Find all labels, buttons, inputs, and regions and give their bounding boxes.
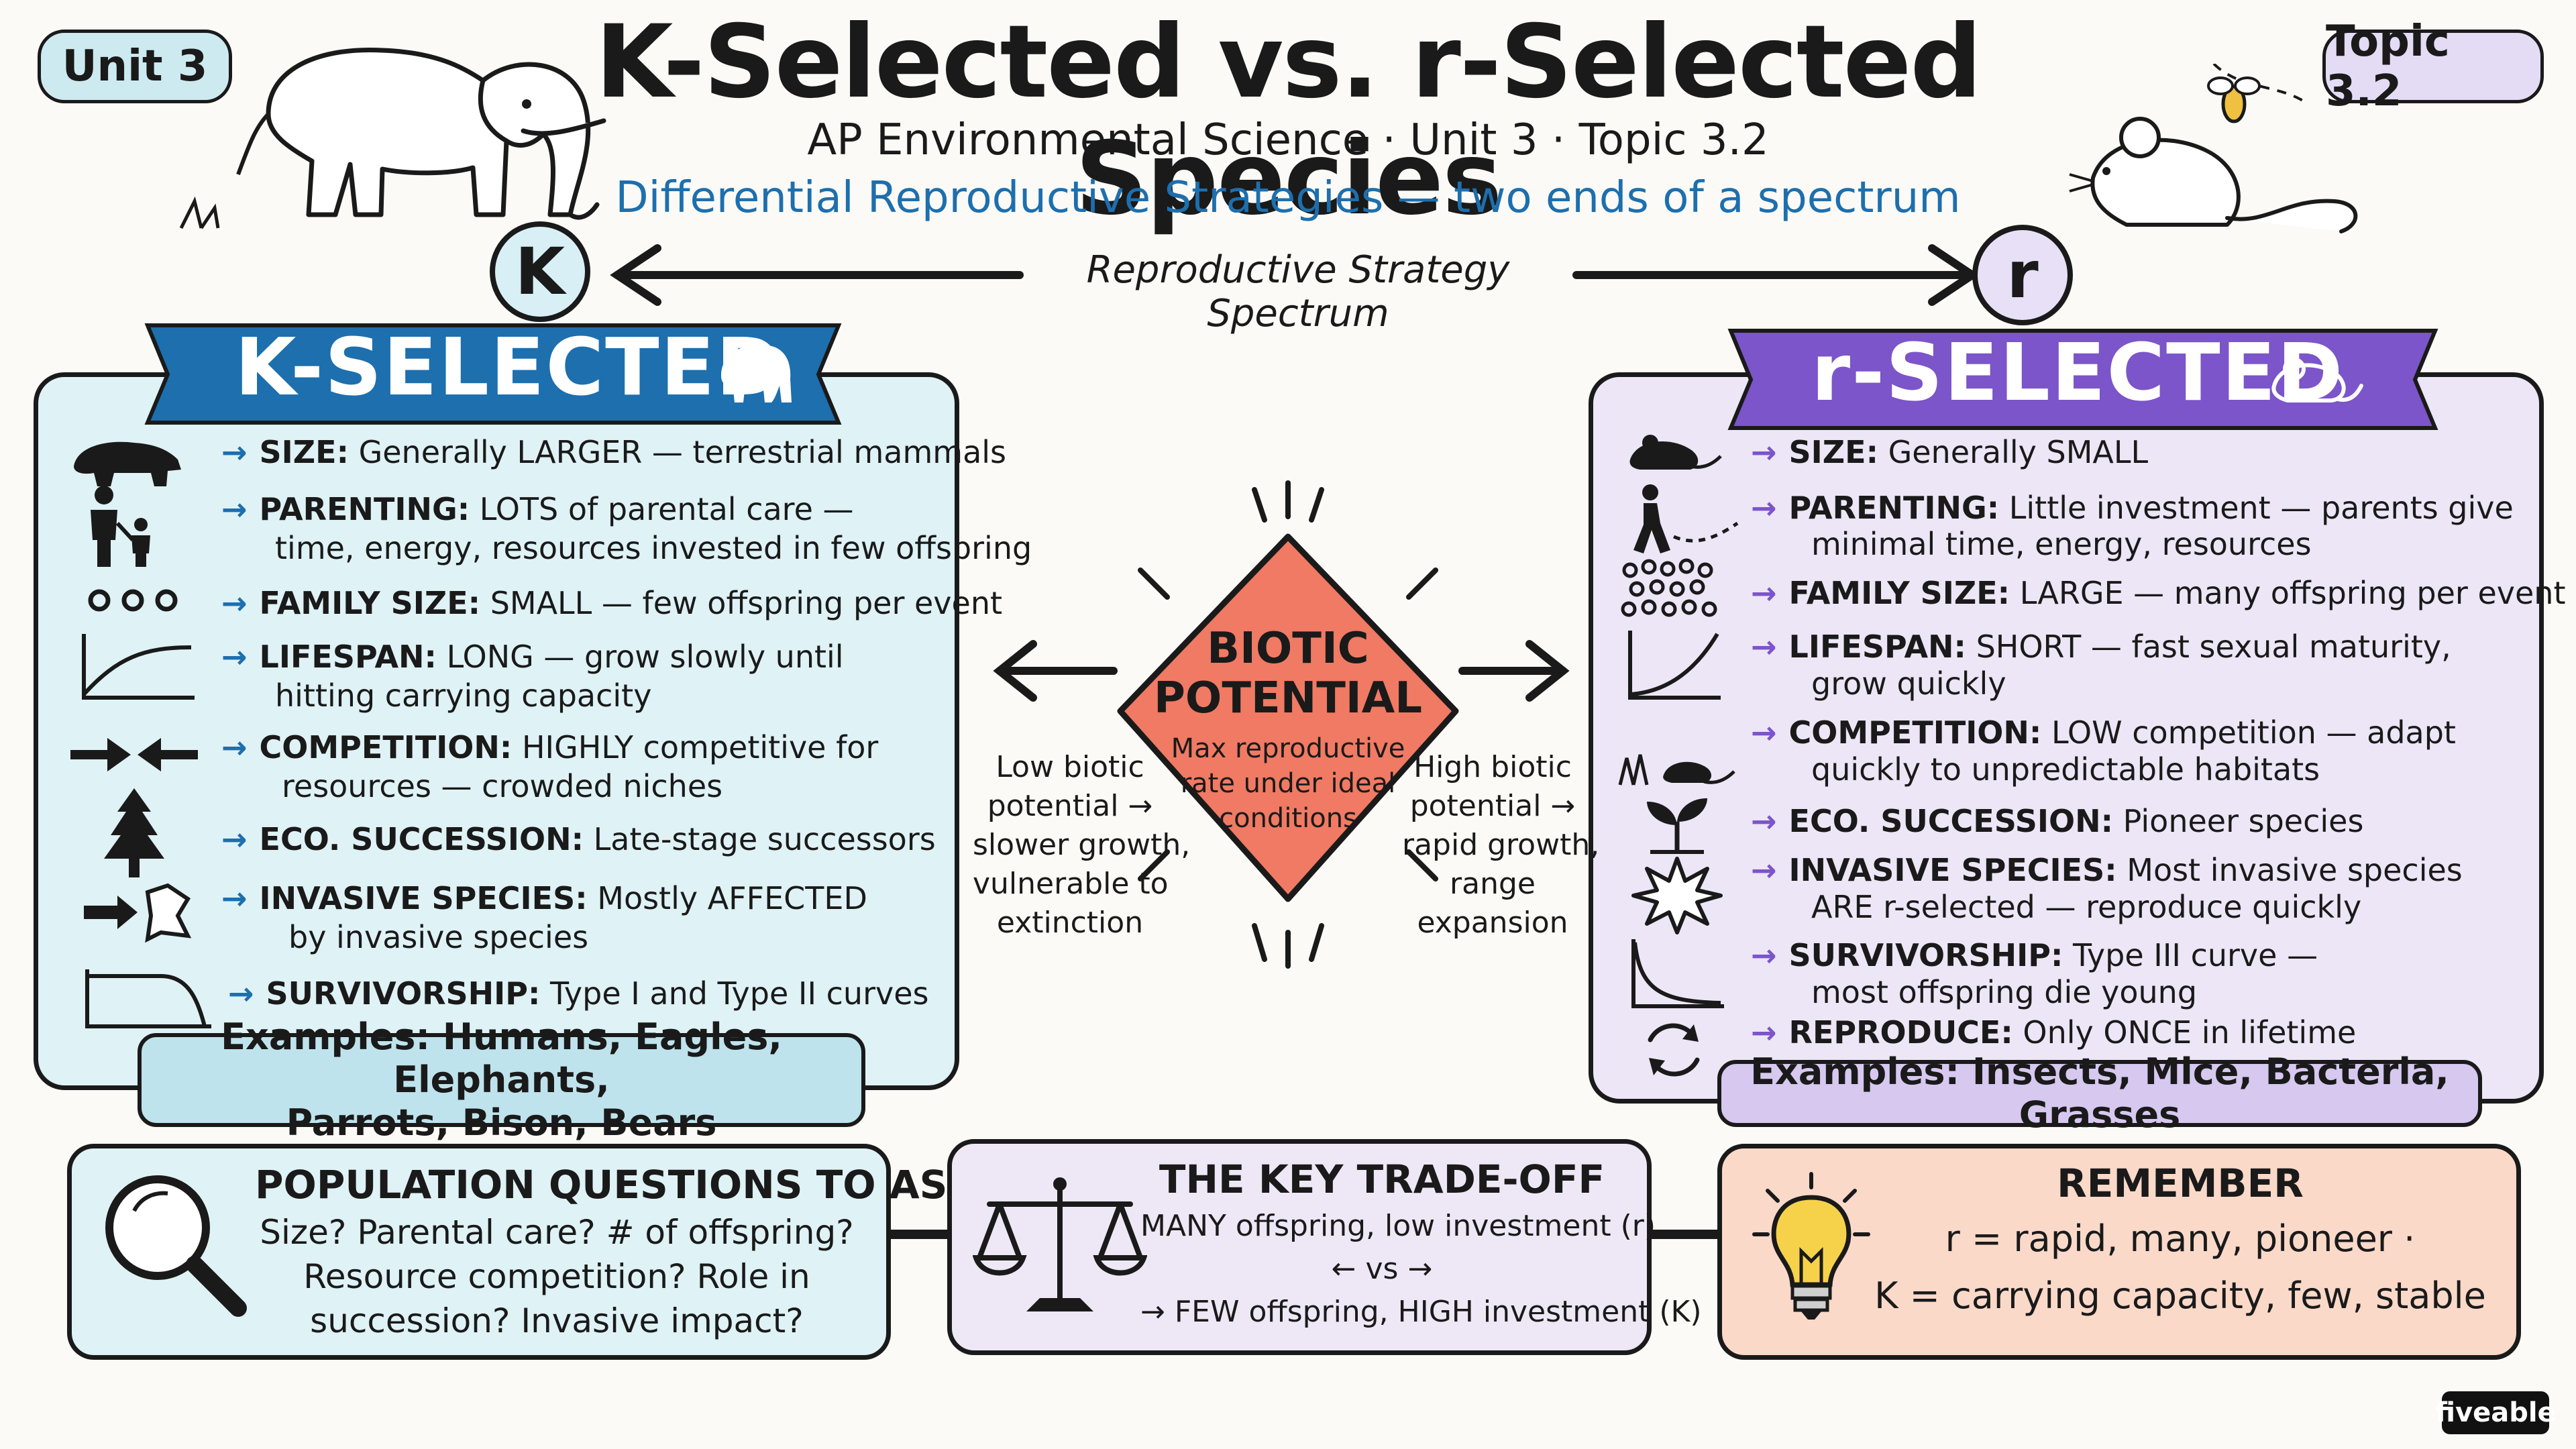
exponential-curve-icon: [1628, 631, 1721, 700]
biotic-potential-diagram: [993, 480, 1570, 969]
r-row-lifespan: →LIFESPAN: SHORT — fast sexual maturity,: [1751, 629, 2451, 665]
r-row-invasive: →INVASIVE SPECIES: Most invasive species: [1751, 852, 2463, 888]
population-questions-box: [67, 1144, 891, 1360]
r-panel-title: r-SELECTED: [1811, 326, 2345, 419]
fly-icon: [2207, 76, 2261, 123]
r-row-competition-cont: quickly to unpredictable habitats: [1811, 751, 2320, 788]
r-banner: [1727, 329, 2438, 430]
tradeoff-line: → FEW offspring, HIGH investment (K): [1140, 1295, 1702, 1329]
remember-line: r = rapid, many, pioneer ·: [1945, 1218, 2416, 1260]
questions-title: POPULATION QUESTIONS TO ASK: [255, 1162, 978, 1208]
type-three-curve-icon: [1631, 939, 1724, 1008]
invasion-arrow-icon: [84, 883, 192, 943]
r-selected-panel: [1589, 372, 2544, 1104]
r-examples: Examples: Insects, Mice, Bacteria, Grass…: [1717, 1051, 2482, 1136]
k-row-parenting: →PARENTING: LOTS of parental care —: [221, 491, 854, 527]
tradeoff-line: MANY offspring, low investment (r): [1140, 1209, 1656, 1243]
pine-tree-icon: [104, 788, 164, 877]
r-row-succession: →ECO. SUCCESSION: Pioneer species: [1751, 803, 2364, 839]
k-examples: Examples: Humans, Eagles, Elephants,Parr…: [138, 1016, 865, 1144]
logistic-curve-icon: [82, 634, 195, 700]
k-row-size: →SIZE: Generally LARGER — terrestrial ma…: [221, 434, 1007, 470]
k-row-family-size: →FAMILY SIZE: SMALL — few offspring per …: [221, 585, 1003, 621]
k-panel-title: K-SELECTED: [235, 321, 784, 413]
elephant-icon: [179, 47, 606, 229]
type-one-curve-icon: [85, 969, 211, 1028]
k-row-competition: →COMPETITION: HIGHLY competitive for: [221, 729, 879, 765]
page-tagline: Differential Reproductive Strategies — t…: [615, 173, 1961, 223]
r-row-survivorship-cont: most offspring die young: [1811, 974, 2198, 1010]
r-row-family-size: →FAMILY SIZE: LARGE — many offspring per…: [1751, 575, 2566, 611]
mouse-silhouette-icon: [1629, 435, 1722, 470]
r-row-survivorship: →SURVIVORSHIP: Type III curve —: [1751, 937, 2318, 973]
remember-box: [1717, 1144, 2521, 1360]
page-title: K-Selected vs. r-Selected Species: [595, 4, 1982, 237]
lightbulb-icon: [1752, 1172, 1870, 1320]
magnifier-icon: [105, 1175, 247, 1317]
bottom-connectors: [885, 1230, 1724, 1239]
opposing-arrows-icon: [70, 738, 198, 771]
walking-away-icon: [1633, 484, 1739, 553]
r-row-parenting-cont: minimal time, energy, resources: [1811, 526, 2312, 562]
k-row-lifespan-cont: hitting carrying capacity: [275, 678, 652, 714]
k-row-succession: →ECO. SUCCESSION: Late-stage successors: [221, 821, 936, 857]
k-banner: [144, 323, 842, 425]
balance-scale-icon: [973, 1177, 1147, 1311]
small-mouse-icon: [2271, 358, 2363, 402]
spectrum-label: Reproductive Strategy Spectrum: [1086, 248, 1510, 335]
remember-title: REMEMBER: [2057, 1161, 2304, 1206]
key-tradeoff-box: [947, 1139, 1652, 1355]
tradeoff-title: THE KEY TRADE-OFF: [1159, 1157, 1605, 1202]
burst-icon: [1631, 857, 1723, 934]
r-row-lifespan-cont: grow quickly: [1811, 665, 2006, 702]
r-row-parenting: →PARENTING: Little investment — parents …: [1751, 490, 2514, 526]
cycle-icon: [1648, 1023, 1700, 1077]
r-badge: r: [1972, 225, 2073, 325]
remember-line: K = carrying capacity, few, stable: [1874, 1275, 2486, 1317]
tradeoff-line: ← vs →: [1331, 1252, 1433, 1286]
unit-badge: Unit 3: [38, 30, 232, 103]
sprout-icon: [1647, 798, 1707, 854]
questions-line: Size? Parental care? # of offspring?: [260, 1213, 854, 1252]
three-dots-icon: [88, 589, 178, 612]
k-badge: K: [490, 221, 590, 322]
fiveable-logo: fiveable: [2435, 1391, 2556, 1434]
k-row-invasive-cont: by invasive species: [288, 919, 589, 955]
mouse-icon: [2069, 64, 2358, 233]
parent-child-icon: [91, 486, 150, 567]
page-subtitle: AP Environmental Science · Unit 3 · Topi…: [807, 115, 1769, 165]
small-elephant-icon: [721, 345, 792, 402]
k-row-parenting-cont: time, energy, resources invested in few …: [275, 530, 1032, 566]
k-selected-panel: [34, 372, 959, 1090]
r-row-reproduce: →REPRODUCE: Only ONCE in lifetime: [1751, 1014, 2357, 1051]
mouse-grass-icon: [1618, 754, 1735, 786]
many-dots-icon: [1621, 558, 1717, 617]
k-row-invasive: →INVASIVE SPECIES: Mostly AFFECTED: [221, 880, 867, 916]
questions-line: succession? Invasive impact?: [310, 1301, 804, 1340]
r-row-invasive-cont: ARE r-selected — reproduce quickly: [1811, 889, 2362, 925]
bear-icon: [74, 441, 181, 486]
k-row-survivorship: →SURVIVORSHIP: Type I and Type II curves: [228, 975, 929, 1012]
k-row-competition-cont: resources — crowded niches: [282, 768, 723, 804]
questions-line: Resource competition? Role in: [303, 1257, 810, 1296]
k-row-lifespan: →LIFESPAN: LONG — grow slowly until: [221, 639, 844, 675]
r-row-competition: →COMPETITION: LOW competition — adapt: [1751, 714, 2456, 751]
r-row-size: →SIZE: Generally SMALL: [1751, 434, 2149, 470]
